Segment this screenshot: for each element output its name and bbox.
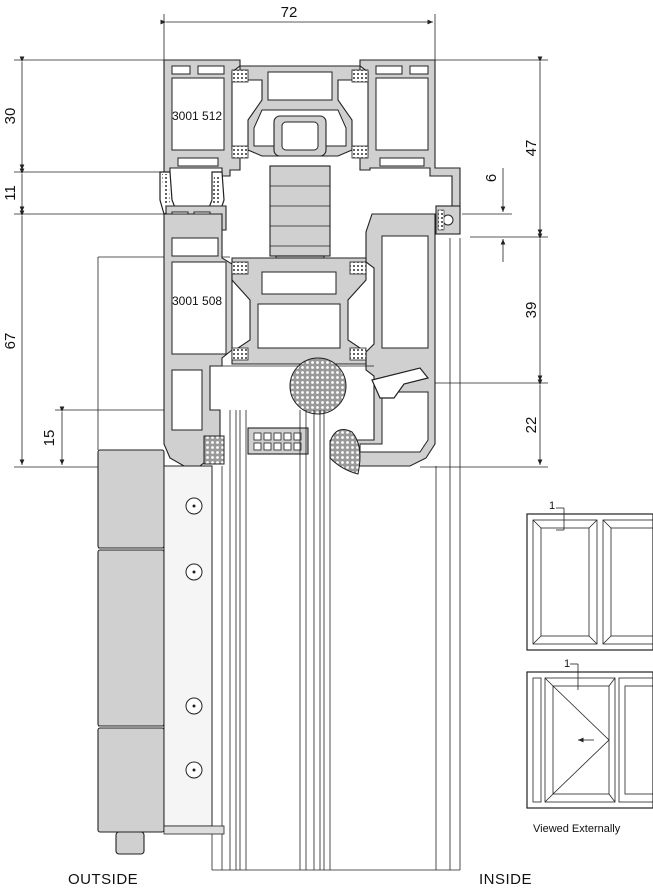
hatched-seal xyxy=(203,435,225,465)
dim-right-47: 47 xyxy=(523,140,540,157)
dim-width-72: 72 xyxy=(281,4,298,21)
elevation-marker-top: 1 xyxy=(549,500,555,512)
elevation-opening-panel xyxy=(526,663,653,809)
outside-label: OUTSIDE xyxy=(68,871,138,888)
dim-left-67: 67 xyxy=(2,333,19,350)
hinge xyxy=(97,449,225,855)
dimension-lines xyxy=(14,14,548,468)
elevation-fixed-panel xyxy=(526,507,653,651)
dim-right-39: 39 xyxy=(523,302,540,319)
brush-seal xyxy=(289,357,347,415)
frame-profile-lower xyxy=(163,213,436,467)
hinge-screws xyxy=(185,497,203,779)
elevation-caption: Viewed Externally xyxy=(533,823,621,835)
dim-left-15: 15 xyxy=(41,430,58,447)
bulb-seal xyxy=(329,429,361,475)
dim-left-30: 30 xyxy=(2,108,19,125)
profile-code-lower: 3001 508 xyxy=(172,294,222,308)
profile-code-upper: 3001 512 xyxy=(172,109,222,123)
dim-right-22: 22 xyxy=(523,417,540,434)
dim-right-6: 6 xyxy=(483,174,500,182)
elevation-marker-bottom: 1 xyxy=(564,658,570,670)
inside-label: INSIDE xyxy=(479,871,532,888)
dim-left-11: 11 xyxy=(2,185,19,201)
